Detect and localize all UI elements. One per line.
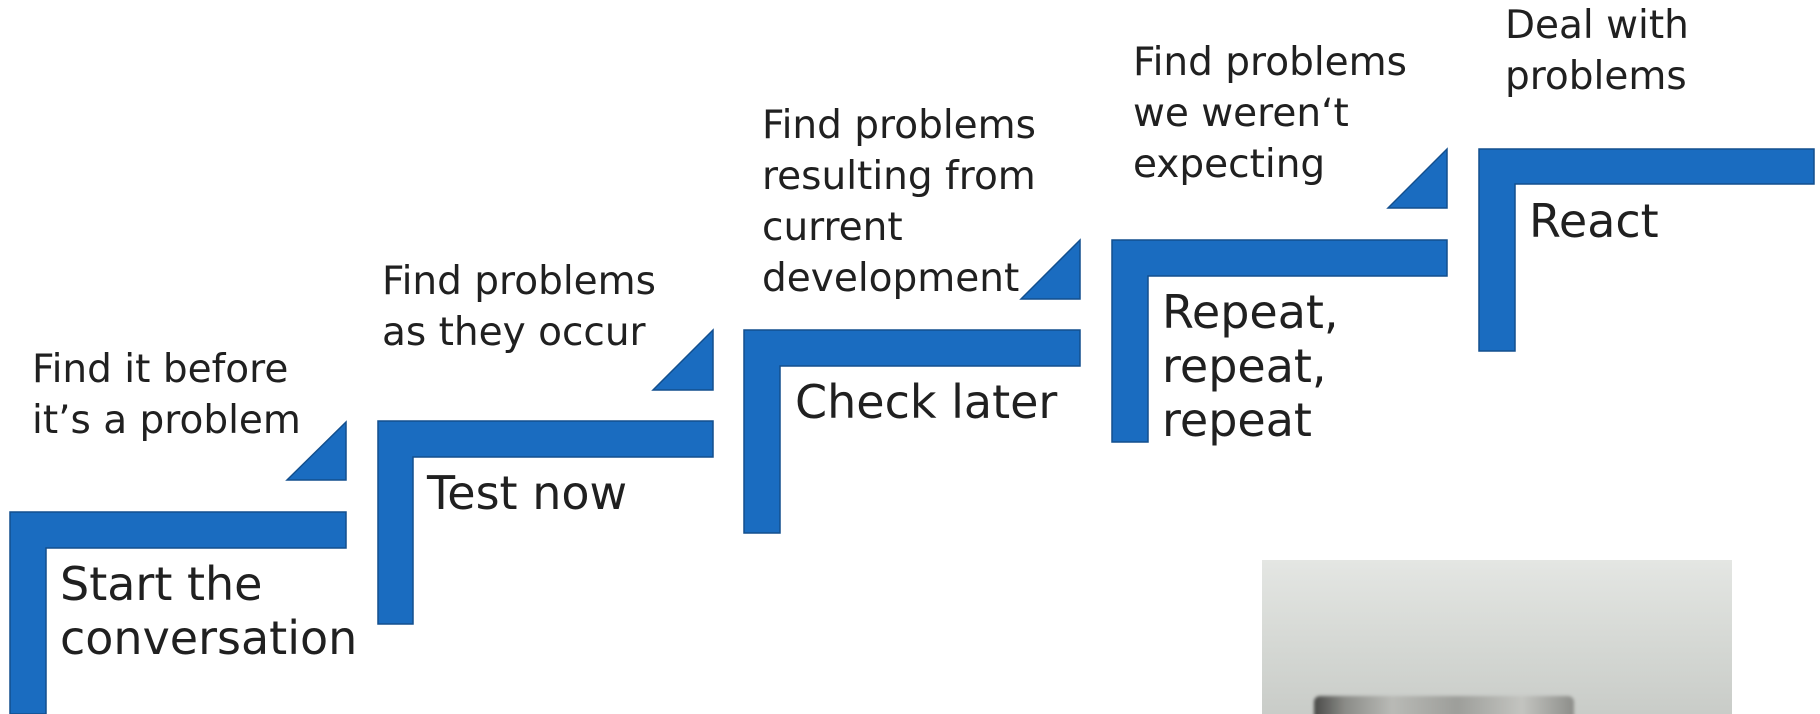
step-1-caption: Find it before it’s a problem: [32, 347, 301, 443]
step-2-caption: Find problems as they occur: [382, 259, 656, 355]
step-3-label: Check later: [795, 375, 1058, 429]
step-3-caption: Find problems resulting from current dev…: [762, 103, 1036, 301]
step-3-shape: [743, 329, 1081, 534]
step-1-shape: [9, 511, 347, 714]
step-3-arrow: [1019, 238, 1081, 300]
photo-part: [1314, 696, 1574, 714]
step-5-shape: [1478, 148, 1815, 352]
step-4-label: Repeat, repeat, repeat: [1162, 285, 1339, 447]
step-5-label: React: [1529, 194, 1659, 248]
step-1-label: Start the conversation: [60, 557, 358, 665]
step-4-caption: Find problems we weren‘t expecting: [1133, 40, 1407, 187]
step-4-arrow: [1386, 147, 1448, 209]
product-photo: [1262, 560, 1732, 714]
step-2-arrow: [651, 328, 714, 391]
step-2-label: Test now: [427, 466, 628, 520]
step-5-caption: Deal with problems: [1505, 3, 1689, 99]
step-1-arrow: [285, 420, 347, 481]
step-4-shape: [1111, 239, 1448, 443]
step-2-shape: [377, 420, 714, 625]
